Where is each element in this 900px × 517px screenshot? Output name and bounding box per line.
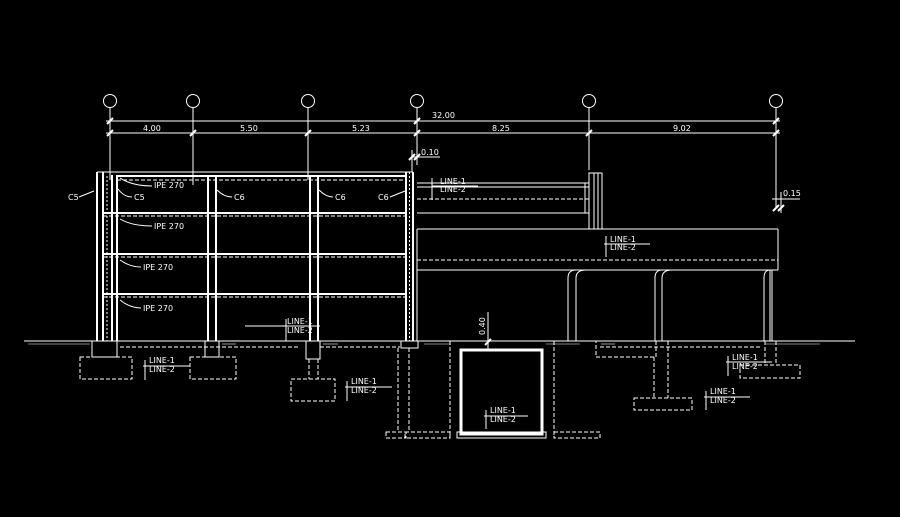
overall-dimension: 32.00 xyxy=(432,111,455,120)
label-ipe-1: IPE 270 xyxy=(154,181,184,190)
label-c6-1: C6 xyxy=(234,193,245,202)
label-ipe-3: IPE 270 xyxy=(143,263,173,272)
tag-pit-line-2: LINE-2 xyxy=(490,415,516,424)
tag-f3-line-1: LINE-1 xyxy=(732,353,758,362)
tag-roof-line-2: LINE-2 xyxy=(440,185,466,194)
tag-pit-line-1: LINE-1 xyxy=(490,406,516,415)
tag-slab-line-1: LINE-1 xyxy=(610,235,636,244)
tag-roof-line-1: LINE-1 xyxy=(440,177,466,186)
tag-f3-line-2: LINE-2 xyxy=(732,362,758,371)
line-tags: LINE-1 LINE-2 LINE-1 LINE-2 LINE-1 LINE-… xyxy=(143,177,772,429)
label-c6-2: C6 xyxy=(335,193,346,202)
label-c5-left: C5 xyxy=(68,193,79,202)
label-ipe-2: IPE 270 xyxy=(154,222,184,231)
grid-bubble-1 xyxy=(103,94,117,108)
bay-dimension-1: 4.00 xyxy=(143,124,161,133)
dim-0-10: 0.10 xyxy=(421,148,439,157)
tag-f2-line-1: LINE-1 xyxy=(351,377,377,386)
dim-0-15: 0.15 xyxy=(783,189,801,198)
tag-f1-line-2: LINE-2 xyxy=(149,365,175,374)
label-ipe-4: IPE 270 xyxy=(143,304,173,313)
foundations xyxy=(79,340,801,439)
grid-bubble-2 xyxy=(186,94,200,108)
dim-0-40: 0.40 xyxy=(478,317,487,335)
grid-bubble-5 xyxy=(582,94,596,108)
grid-bubble-4 xyxy=(410,94,424,108)
grid-bubble-6 xyxy=(769,94,783,108)
member-labels: C5 C5 C6 C6 C6 IPE 270 IPE 270 IPE 270 I… xyxy=(68,177,406,313)
bay-dimension-2: 5.50 xyxy=(240,124,258,133)
tag-f2-line-2: LINE-2 xyxy=(351,386,377,395)
label-c5: C5 xyxy=(134,193,145,202)
tag-f4-line-1: LINE-1 xyxy=(710,387,736,396)
ground-line xyxy=(24,340,855,348)
steel-frame xyxy=(96,171,414,341)
label-c6-3: C6 xyxy=(378,193,389,202)
grid-bubble-3 xyxy=(301,94,315,108)
bay-dimension-5: 9.02 xyxy=(673,124,691,133)
tag-f4-line-2: LINE-2 xyxy=(710,396,736,405)
tag-floor-line-1: LINE-1 xyxy=(287,317,313,326)
concrete-frame xyxy=(416,172,779,341)
tag-floor-line-2: LINE-2 xyxy=(287,326,313,335)
tag-slab-line-2: LINE-2 xyxy=(610,243,636,252)
bay-dimension-3: 5.23 xyxy=(352,124,370,133)
bay-dimension-4: 8.25 xyxy=(492,124,510,133)
tag-f1-line-1: LINE-1 xyxy=(149,356,175,365)
dimension-strings: 32.00 4.00 5.50 5.23 8.25 9.02 0.10 0.15… xyxy=(106,111,801,349)
